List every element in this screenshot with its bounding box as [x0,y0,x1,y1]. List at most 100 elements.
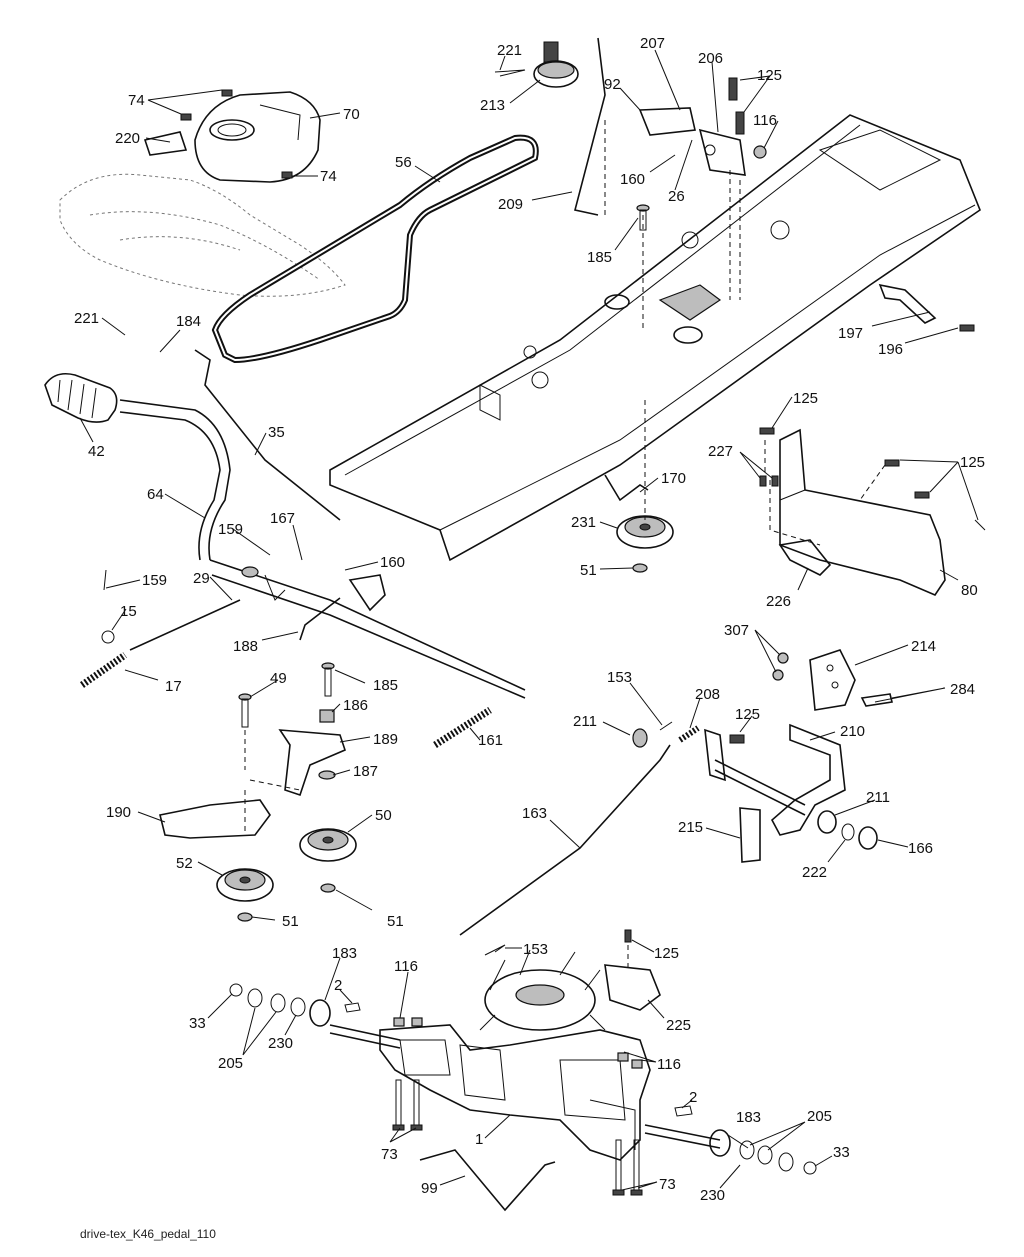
label-125b: 125 [793,390,818,407]
label-166: 166 [908,840,933,857]
label-160b: 160 [380,554,405,571]
label-221a: 221 [497,42,522,59]
label-35: 35 [268,424,285,441]
label-187: 187 [353,763,378,780]
axle-parts-right [617,1052,817,1175]
label-51c: 51 [580,562,597,579]
label-227: 227 [708,443,733,460]
label-125e: 125 [654,945,679,962]
label-189: 189 [373,731,398,748]
label-185a: 185 [587,249,612,266]
pedal-pad-214 [772,649,893,711]
bracket-225 [604,929,661,1011]
rod-29 [79,569,241,688]
bolts-73 [392,1079,643,1196]
label-211a: 211 [573,713,597,730]
spacer-187 [318,770,336,780]
label-15: 15 [120,603,137,620]
label-307: 307 [724,622,749,639]
label-188: 188 [233,638,258,655]
label-116c: 116 [657,1056,681,1073]
label-222: 222 [802,864,827,881]
label-52: 52 [176,855,193,872]
label-33a: 33 [189,1015,206,1032]
label-186: 186 [343,697,368,714]
label-73a: 73 [381,1146,398,1163]
spring-161 [433,707,492,748]
label-160a: 160 [620,171,645,188]
transaxle-1 [329,949,721,1161]
label-125d: 125 [735,706,760,723]
hood-outline [59,173,346,297]
label-183b: 183 [736,1109,761,1126]
label-64: 64 [147,486,164,503]
label-2a: 2 [334,977,342,994]
label-33b: 33 [833,1144,850,1161]
label-167: 167 [270,510,295,527]
label-125a: 125 [757,67,782,84]
label-184: 184 [176,313,201,330]
pulley-52 [216,868,274,922]
label-205a: 205 [218,1055,243,1072]
label-170: 170 [661,470,686,487]
label-211b: 211 [866,789,890,806]
hairpin-153 [484,944,506,956]
label-208: 208 [695,686,720,703]
label-220: 220 [115,130,140,147]
label-51a: 51 [282,913,299,930]
label-230b: 230 [700,1187,725,1204]
rod-163 [459,744,671,936]
bolt-196 [959,324,975,332]
label-210: 210 [840,723,865,740]
label-159a: 159 [218,521,243,538]
screws-74 [180,89,293,179]
rod-35 [194,349,341,521]
knob-220 [143,131,188,156]
bracket-197 [878,283,937,324]
label-80: 80 [961,582,978,599]
label-50: 50 [375,807,392,824]
label-190: 190 [106,804,131,821]
frame [329,114,981,562]
callout-labels: 74 70 220 74 221 213 56 207 92 206 125 1… [74,35,985,1204]
label-153a: 153 [607,669,632,686]
label-56: 56 [395,154,412,171]
bracket-226 [778,539,832,576]
leader-lines [79,49,979,1191]
label-153b: 153 [523,941,548,958]
label-215: 215 [678,819,703,836]
pulley-231 [604,400,674,573]
label-230a: 230 [268,1035,293,1052]
label-163: 163 [522,805,547,822]
label-196: 196 [878,341,903,358]
brake-bracket [638,77,767,330]
label-99: 99 [421,1180,438,1197]
axle-parts-left [229,983,423,1027]
bushings [632,721,878,850]
bracket-80 [759,427,986,596]
label-70: 70 [343,106,360,123]
label-74b: 74 [320,168,337,185]
label-226: 226 [766,593,791,610]
idler-bracket-189 [278,729,346,797]
label-42: 42 [88,443,105,460]
label-197: 197 [838,325,863,342]
brake-rod-209 [574,37,606,216]
label-2b: 2 [689,1089,697,1106]
bolt-185-lower [319,662,335,723]
grip-42 [44,372,118,423]
label-74a: 74 [128,92,145,109]
knob-213 [494,41,579,88]
bolt-49 [238,693,252,770]
label-116b: 116 [394,958,418,975]
label-1: 1 [475,1131,483,1148]
dash-panel-70 [194,91,321,183]
rod-99 [419,1149,556,1212]
label-125c: 125 [960,454,985,471]
pulley-50 [299,828,357,893]
label-73b: 73 [659,1176,676,1193]
label-26: 26 [668,188,685,205]
label-206: 206 [698,50,723,67]
label-185b: 185 [373,677,398,694]
